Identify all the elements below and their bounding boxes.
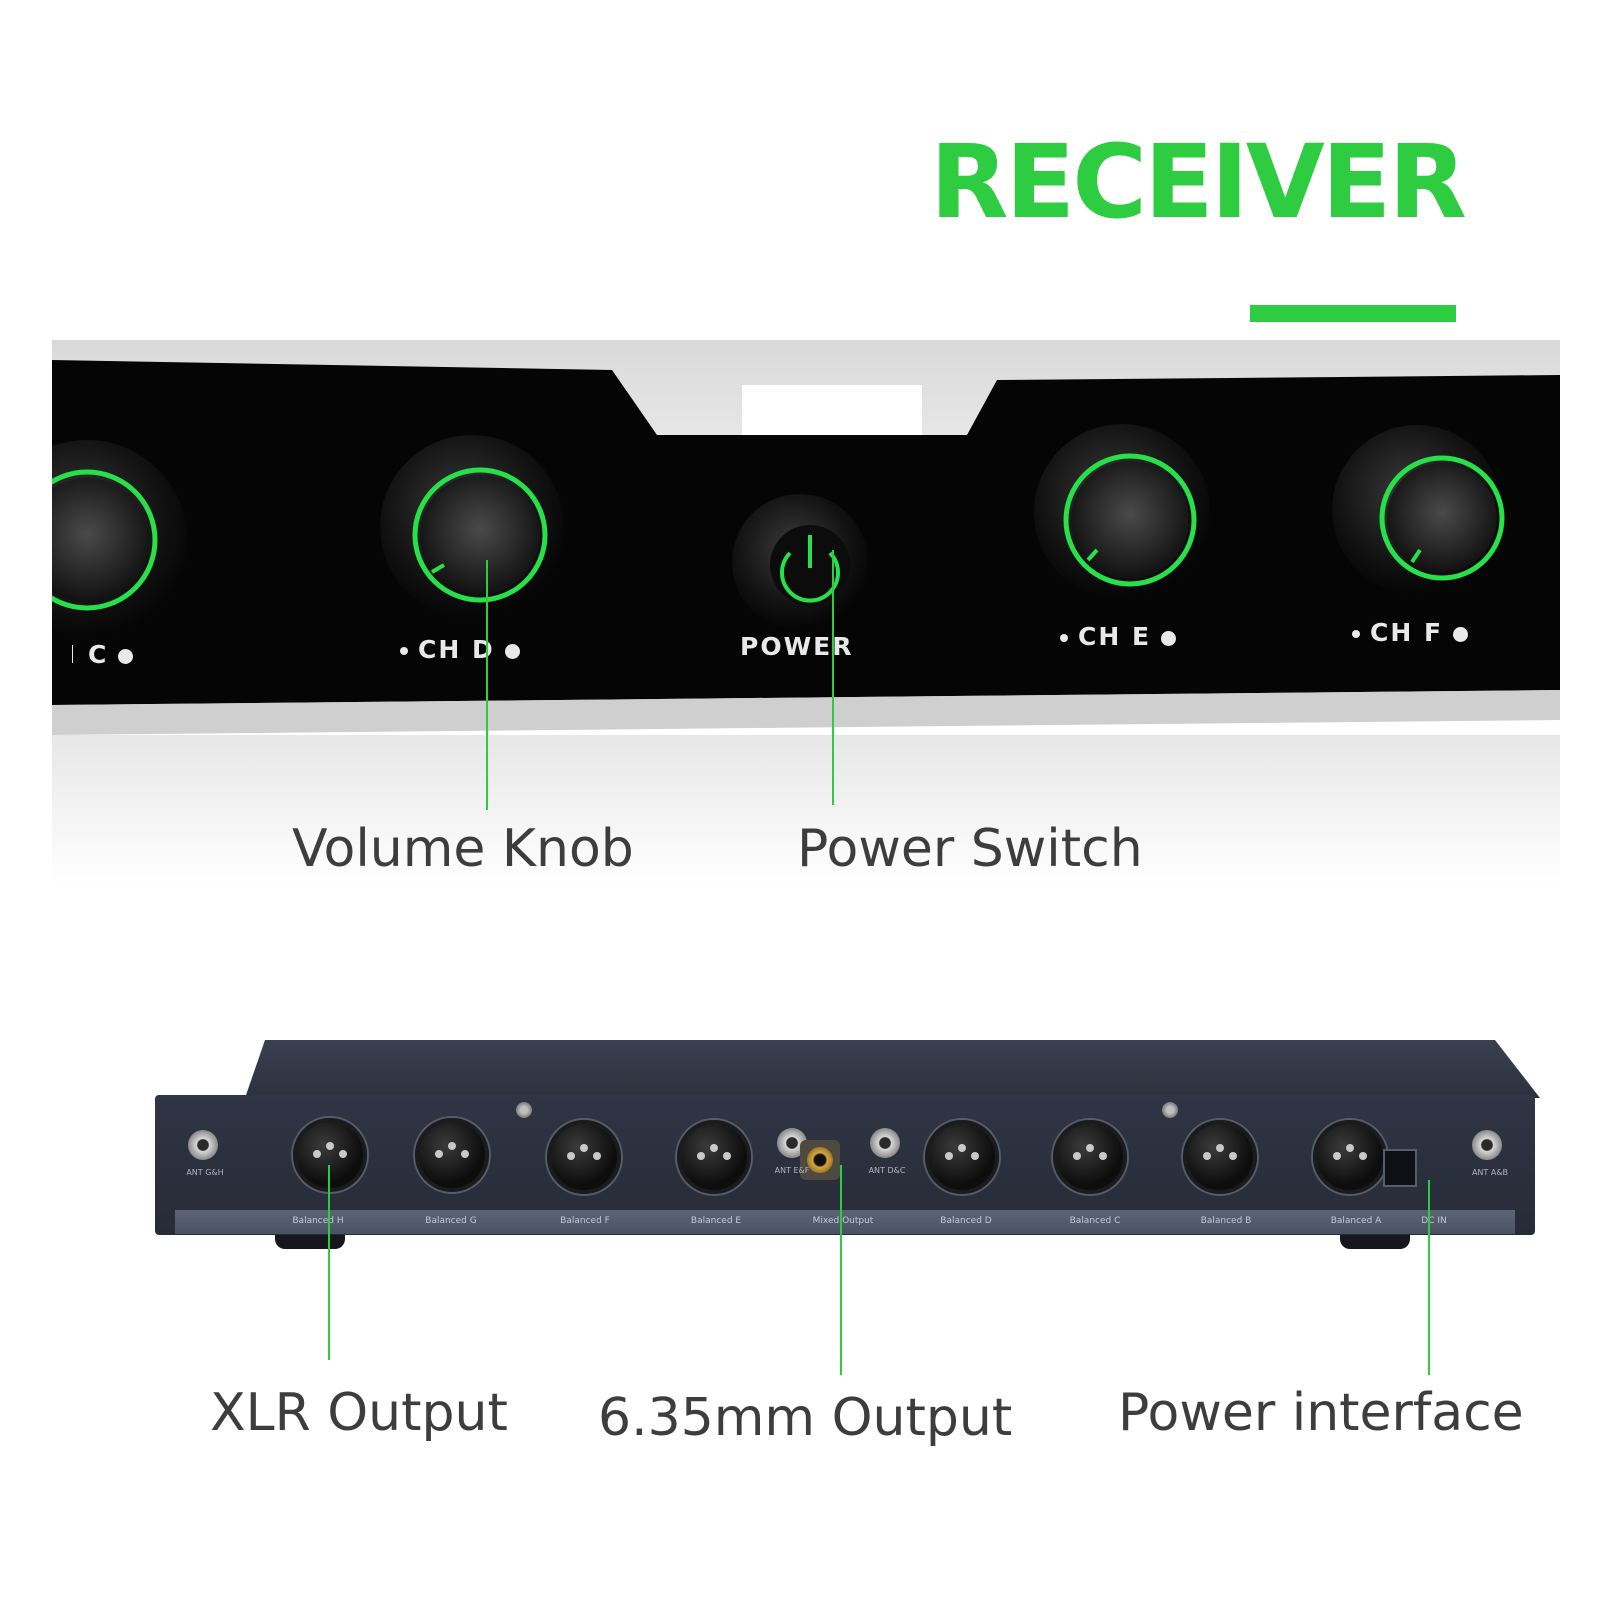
page-title: RECEIVER [930,123,1467,242]
front-panel-reflection [52,735,1560,885]
output-635-label: 6.35mm Output [598,1388,1013,1448]
indicator-dot [118,648,134,664]
foot [1340,1235,1410,1249]
power-button[interactable] [732,494,868,630]
power-switch-label: Power Switch [797,819,1143,879]
output-635-callout-line [840,1165,842,1375]
indicator-dot [504,643,520,659]
volume-knob-label: Volume Knob [292,819,634,879]
volume-knob-ch-d[interactable] [380,435,564,619]
volume-knob-callout-line [486,560,488,810]
indicator-dot [1352,630,1360,638]
front-panel-illustration [52,340,1560,735]
receiver-front-panel: CH C CH D POWER CH E CH F [52,340,1560,740]
volume-knob-ch-c[interactable] [52,440,187,640]
indicator-dot [1060,634,1068,642]
indicator-dot [400,647,408,655]
power-label: POWER [740,632,854,661]
power-switch-callout-line [832,550,834,805]
title-underline [1250,305,1456,322]
channel-d-text: CH D [418,635,495,664]
volume-knob-ch-f[interactable] [1332,425,1505,595]
indicator-dot [1453,626,1469,642]
channel-label-ch-c: CH C [72,640,143,669]
xlr-output-label: XLR Output [210,1383,508,1443]
power-interface-callout-line [1428,1180,1430,1375]
channel-e-text: CH E [1078,622,1152,651]
volume-knob-ch-e[interactable] [1034,424,1210,600]
rear-unit-top [245,1040,1540,1098]
channel-f-text: CH F [1370,618,1444,647]
indicator-dot [1161,630,1177,646]
channel-label-ch-e: CH E [1050,622,1186,651]
power-interface-label: Power interface [1118,1383,1524,1443]
xlr-output-callout-line [328,1165,330,1360]
channel-label-ch-d: CH D [390,635,530,664]
rear-label-strip [175,1210,1515,1234]
channel-c-text: CH C [72,640,109,669]
foot [275,1235,345,1249]
channel-label-ch-f: CH F [1342,618,1478,647]
